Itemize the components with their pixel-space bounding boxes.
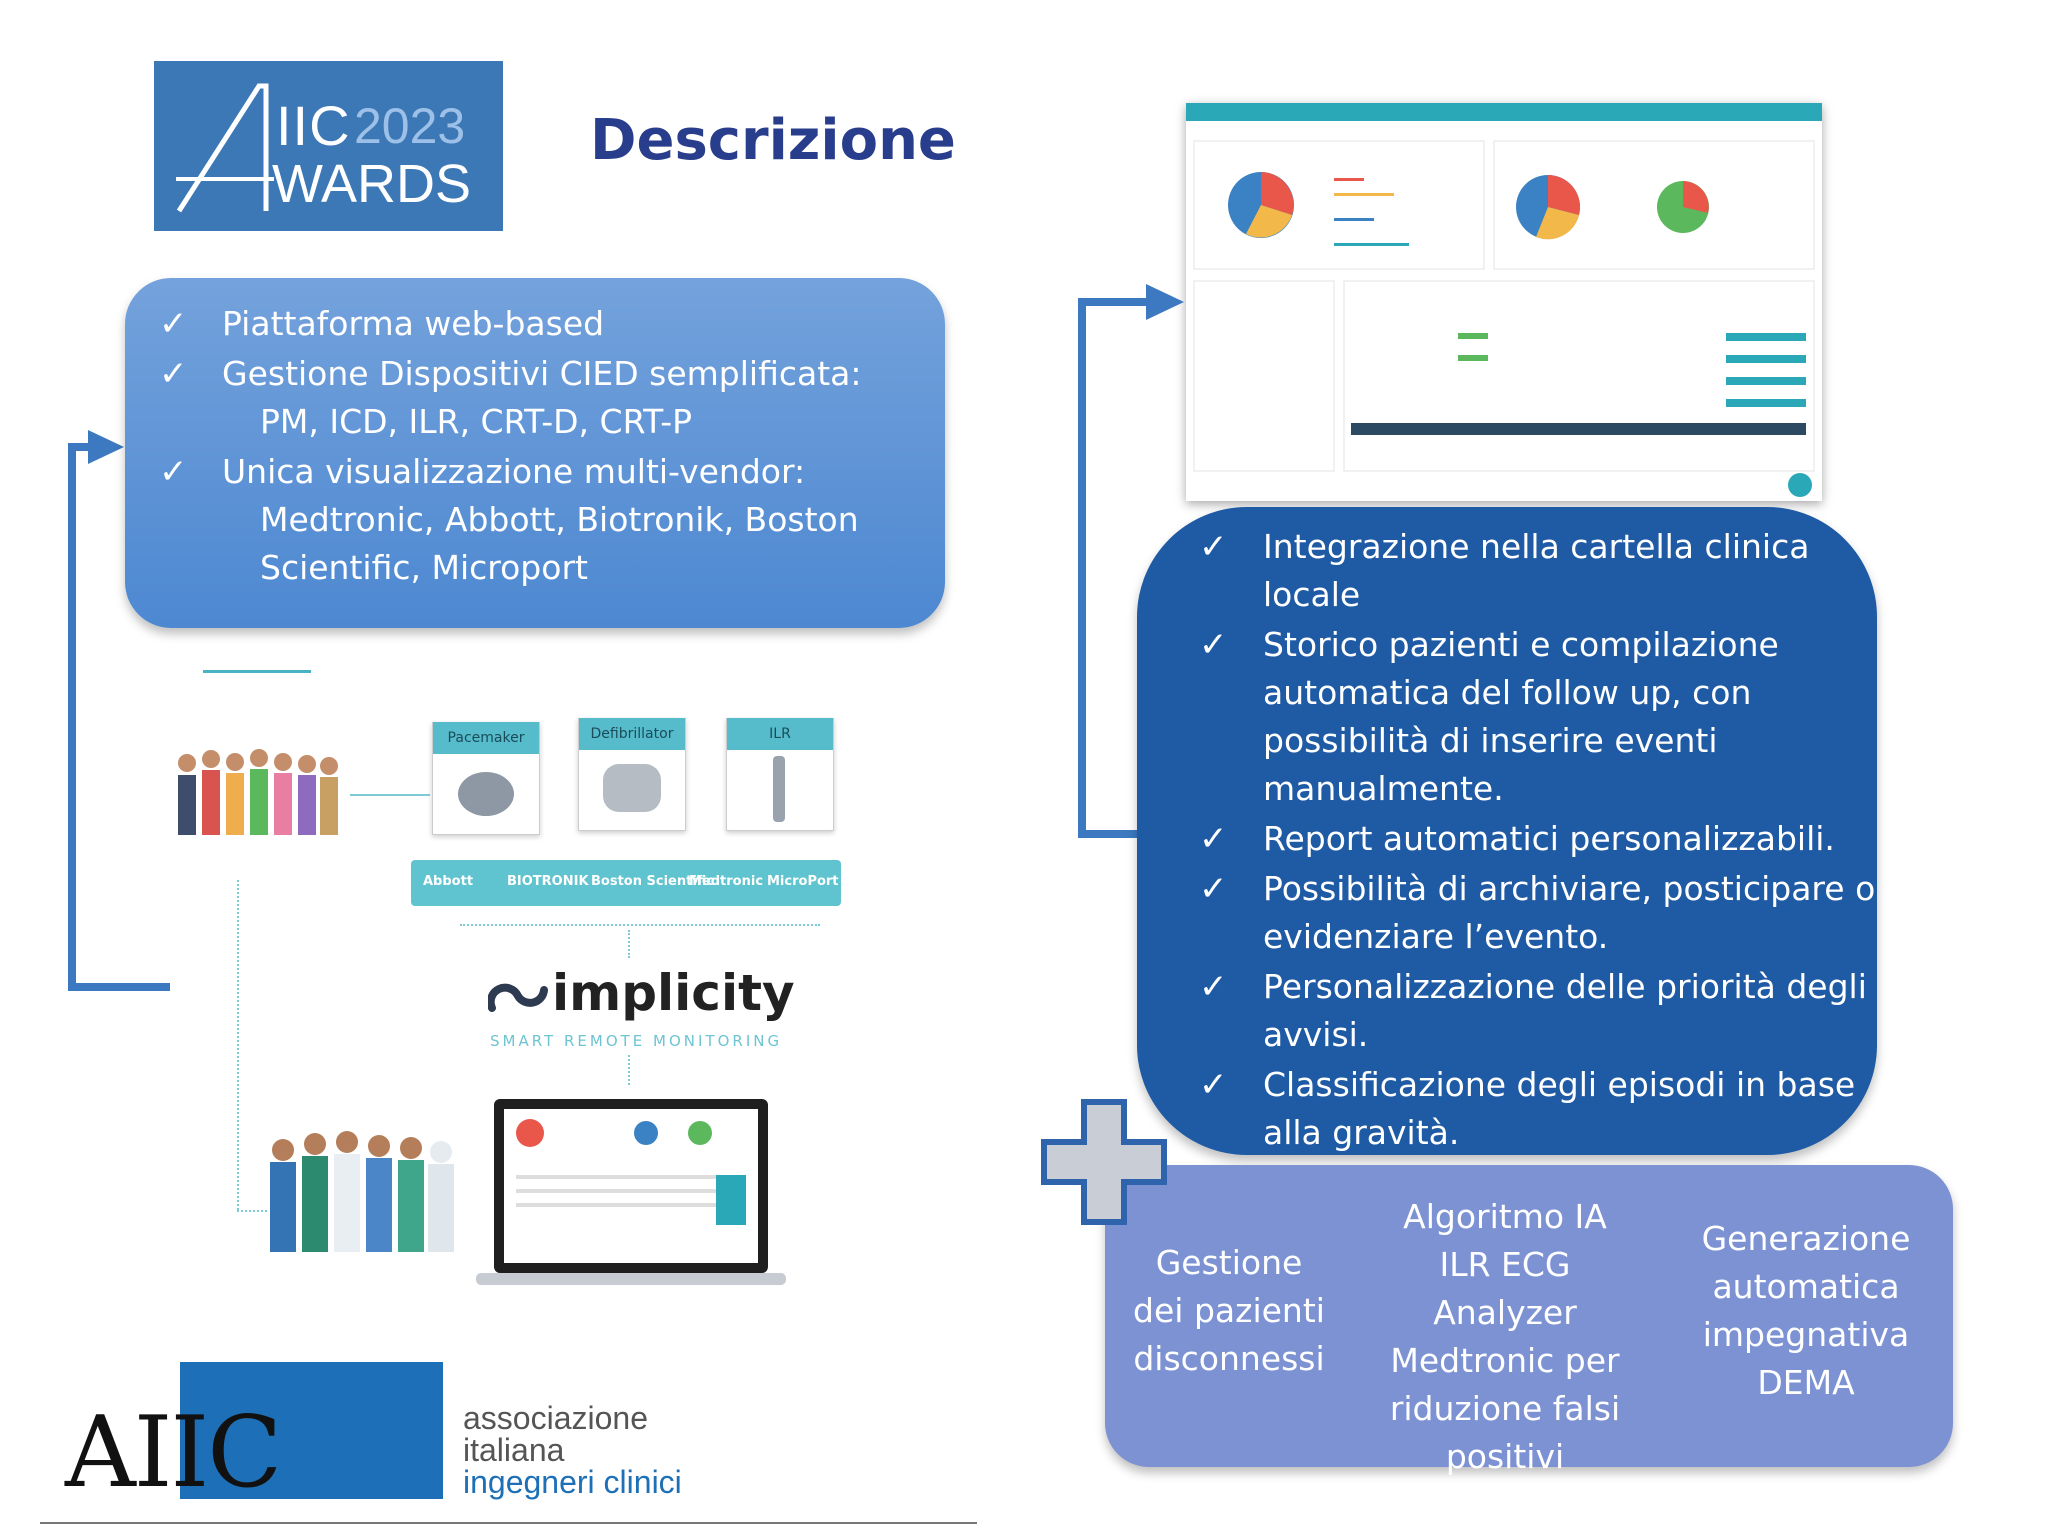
check-icon: ✓ <box>1199 1065 1228 1105</box>
arrow-right-icon <box>88 430 124 464</box>
divider <box>203 670 311 673</box>
vendor-label: Boston Scientific <box>591 874 715 889</box>
check-icon: ✓ <box>1199 869 1228 909</box>
dashboard-screenshot <box>1186 103 1822 501</box>
list-item: ✓Possibilità di archiviare, posticipare … <box>1137 865 1877 961</box>
check-icon: ✓ <box>1199 625 1228 665</box>
flow-line <box>350 794 430 796</box>
clinicians-illustration <box>270 1131 454 1252</box>
features-box-bottom: Gestione dei pazienti disconnessi Algori… <box>1105 1165 1953 1476</box>
device-card-defibrillator: Defibrillator <box>578 718 686 831</box>
list-item: ✓Storico pazienti e compilazione automat… <box>1137 621 1877 813</box>
ilr-icon <box>773 756 785 822</box>
check-icon: ✓ <box>159 354 188 394</box>
implicity-tagline: SMART REMOTE MONITORING <box>490 1032 783 1050</box>
list-item: ✓Integrazione nella cartella clinica loc… <box>1137 523 1877 619</box>
features-box-left: ✓ Piattaforma web-based ✓ Gestione Dispo… <box>125 278 945 628</box>
feature-disconnected: Gestione dei pazienti disconnessi <box>1133 1243 1325 1378</box>
check-icon: ✓ <box>1199 819 1228 859</box>
features-box-right: ✓Integrazione nella cartella clinica loc… <box>1137 507 1877 1155</box>
awards-logo-year: 2023 <box>354 98 466 154</box>
flow-line <box>237 880 239 1210</box>
awards-logo-iic: IIC <box>276 94 351 157</box>
awards-logo-wards: WARDS <box>272 154 471 214</box>
arrow-right-icon <box>1146 284 1184 320</box>
flow-line <box>237 1210 267 1212</box>
defibrillator-icon <box>603 764 661 812</box>
right-connector <box>1078 298 1086 838</box>
list-item: ✓ Piattaforma web-based <box>125 300 862 348</box>
vendor-label: MicroPort <box>767 874 839 889</box>
flow-line <box>460 924 820 926</box>
left-connector-top <box>68 443 92 451</box>
check-icon: ✓ <box>1199 527 1228 567</box>
right-connector-top <box>1078 298 1152 306</box>
flow-line <box>628 930 630 958</box>
left-connector <box>68 443 76 991</box>
implicity-brand: implicity <box>552 964 795 1022</box>
right-connector-foot <box>1078 830 1140 838</box>
vendor-label: Abbott <box>423 874 474 889</box>
awards-a-icon <box>176 83 274 213</box>
vendor-label: Medtronic <box>689 874 764 889</box>
footer-divider <box>40 1522 977 1524</box>
dashboard-topbar <box>1186 103 1822 121</box>
check-icon: ✓ <box>1199 967 1228 1007</box>
device-card-ilr: ILR <box>726 718 834 831</box>
list-item: ✓ Gestione Dispositivi CIED semplificata… <box>125 350 862 446</box>
list-item: ✓Report automatici personalizzabili. <box>1137 815 1877 863</box>
vendor-strip: Abbott BIOTRONIK Boston Scientific Medtr… <box>411 860 841 906</box>
vendor-label: BIOTRONIK <box>507 874 589 889</box>
aiic-awards-logo: IIC 2023 WARDS <box>154 61 503 231</box>
check-icon: ✓ <box>159 304 188 344</box>
device-card-pacemaker: Pacemaker <box>432 722 540 835</box>
aiic-logo-block <box>180 1362 443 1499</box>
aiic-association-name: associazione italiana ingegneri clinici <box>463 1400 682 1500</box>
aiic-logo-text: AIIC <box>65 1396 282 1510</box>
list-item: ✓ Unica visualizzazione multi-vendor: Me… <box>125 448 862 592</box>
pacemaker-icon <box>458 772 514 816</box>
feature-dema: Generazione automatica impegnativa DEMA <box>1701 1219 1911 1402</box>
list-item: ✓Personalizzazione delle priorità degli … <box>1137 963 1877 1059</box>
laptop-illustration <box>476 1099 786 1285</box>
patients-illustration <box>178 749 338 835</box>
plus-icon <box>1041 1099 1167 1225</box>
dashboard-content <box>1193 140 1815 497</box>
list-item: ✓Classificazione degli episodi in base a… <box>1137 1061 1877 1157</box>
check-icon: ✓ <box>159 452 188 492</box>
flow-line <box>628 1055 630 1085</box>
implicity-logo-icon <box>488 983 548 1012</box>
feature-ia-ilr: Algoritmo IA ILR ECG Analyzer Medtronic … <box>1389 1197 1621 1476</box>
left-connector-foot <box>68 983 170 991</box>
page-title: Descrizione <box>590 108 956 173</box>
